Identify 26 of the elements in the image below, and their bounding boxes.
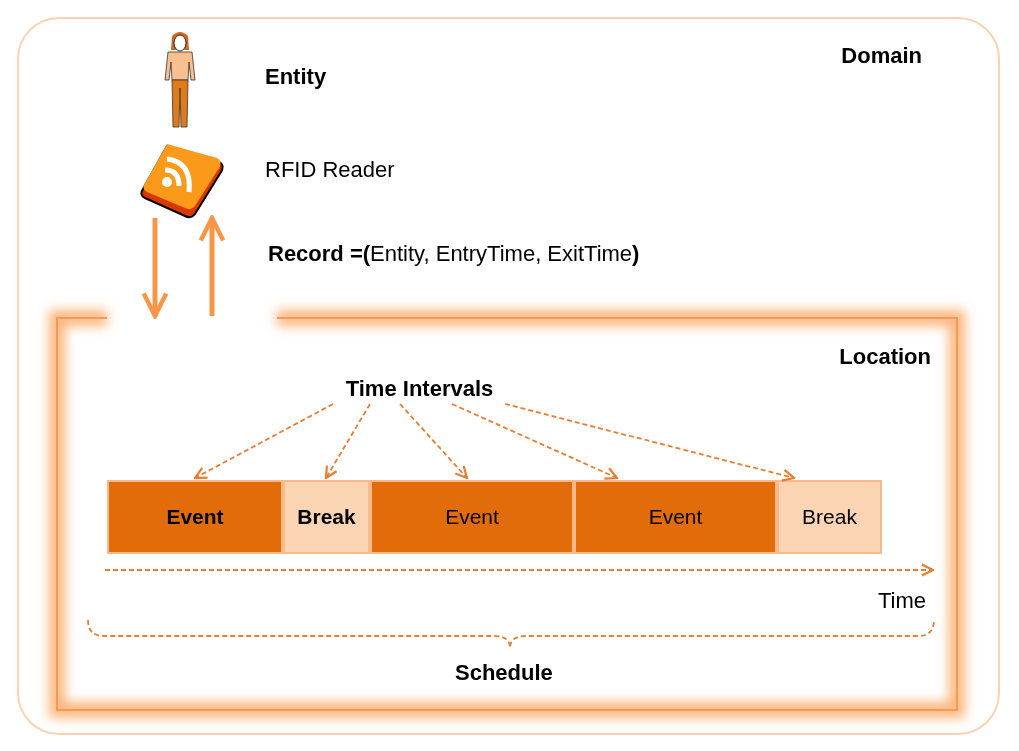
location-title: Location bbox=[839, 344, 931, 370]
break-segment bbox=[283, 480, 370, 554]
arrow bbox=[141, 218, 169, 319]
dashed-arrow bbox=[324, 403, 371, 480]
dashed-arrow bbox=[451, 403, 619, 480]
record-formula: Record =(Entity, EntryTime, ExitTime) bbox=[268, 241, 640, 267]
axis-label: Time bbox=[878, 588, 927, 614]
dashed-arrow bbox=[504, 403, 796, 482]
domain-title: Domain bbox=[841, 43, 922, 69]
dashed-arrow bbox=[193, 403, 334, 480]
arrow bbox=[198, 215, 226, 316]
segment-label: Event bbox=[445, 505, 499, 529]
dashed-arrow bbox=[399, 403, 469, 480]
segment-label: Event bbox=[648, 505, 703, 529]
entity-label: Entity bbox=[265, 64, 327, 90]
event-segment bbox=[370, 480, 574, 554]
event-segment bbox=[574, 480, 777, 554]
reader-label: RFID Reader bbox=[265, 157, 395, 183]
segment-label: Event bbox=[166, 505, 224, 529]
segment-label: Break bbox=[297, 505, 356, 529]
break-segment bbox=[777, 480, 882, 554]
segment-label: Break bbox=[802, 505, 857, 529]
domain-panel bbox=[17, 17, 1000, 735]
time-intervals-heading: Time Intervals bbox=[344, 376, 495, 402]
event-segment bbox=[107, 480, 283, 554]
schedule-label: Schedule bbox=[455, 660, 553, 686]
